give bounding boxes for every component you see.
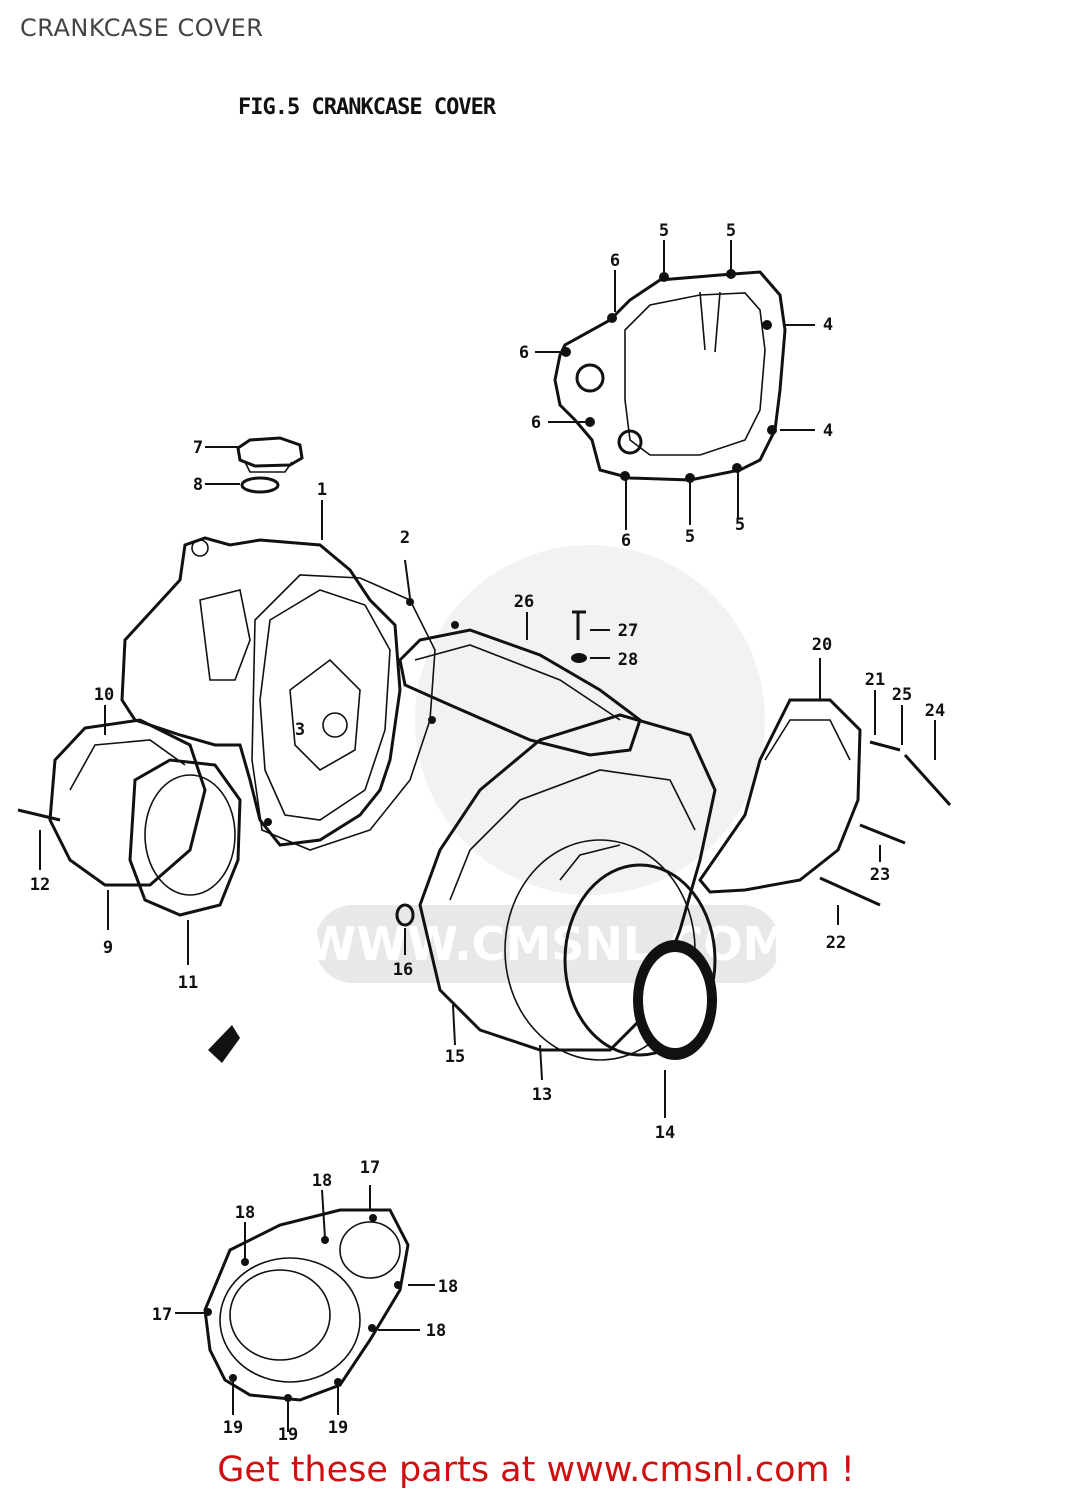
bolt-24 [869, 740, 952, 807]
cover-gasket-ring [128, 758, 242, 917]
suzuki-emblem [633, 940, 717, 1060]
callout-23: 23 [870, 865, 890, 885]
callout-5a: 5 [659, 221, 669, 241]
callout-6b: 6 [519, 343, 529, 363]
generator-cover-gasket [553, 269, 787, 483]
front-arrow-icon [208, 1025, 240, 1063]
callout-8: 8 [193, 475, 203, 495]
callout-5c: 5 [685, 527, 695, 547]
callout-5b: 5 [726, 221, 736, 241]
clutch-cover [203, 1208, 410, 1402]
callout-labels: 1 2 3 4 4 5 5 5 5 6 6 6 6 7 8 9 10 11 12… [30, 221, 945, 1440]
callout-16: 16 [393, 960, 413, 980]
callout-18b: 18 [235, 1203, 255, 1223]
callout-10: 10 [94, 685, 114, 705]
callout-4b: 4 [823, 421, 833, 441]
callout-18d: 18 [426, 1321, 446, 1341]
watermark-text: WWW.CMSNL.COM [306, 917, 789, 971]
washer-28 [571, 653, 587, 663]
callout-24: 24 [925, 701, 945, 721]
callout-18c: 18 [438, 1277, 458, 1297]
callout-19b: 19 [278, 1425, 298, 1440]
callout-28: 28 [618, 650, 638, 670]
callout-1: 1 [317, 480, 327, 500]
page-title: CRANKCASE COVER [20, 14, 264, 42]
callout-13: 13 [532, 1085, 552, 1105]
screw-27 [572, 610, 586, 640]
callout-20: 20 [812, 635, 832, 655]
bolt-22 [819, 876, 881, 907]
dowel-pin [395, 903, 415, 927]
callout-19c: 19 [328, 1418, 348, 1438]
long-gasket [398, 628, 642, 757]
callout-7: 7 [193, 438, 203, 458]
exploded-parts-diagram: WWW.CMSNL.COM [17, 221, 952, 1440]
callout-5d: 5 [735, 515, 745, 535]
parts-link[interactable]: Get these parts at www.cmsnl.com ! [217, 1450, 855, 1490]
callout-17a: 17 [360, 1158, 380, 1178]
leader-lines [39, 240, 936, 1432]
callout-6c: 6 [531, 413, 541, 433]
callout-9: 9 [103, 938, 113, 958]
o-ring [240, 476, 280, 494]
magneto-cover [418, 713, 717, 1061]
callout-2: 2 [400, 528, 410, 548]
watermark: WWW.CMSNL.COM [306, 545, 789, 983]
callout-3: 3 [295, 720, 305, 740]
oil-filler-cap [236, 436, 304, 473]
figure-title: FIG.5 CRANKCASE COVER [238, 95, 496, 120]
callout-22: 22 [826, 933, 846, 953]
callout-21: 21 [865, 670, 885, 690]
callout-14: 14 [655, 1123, 675, 1143]
callout-15: 15 [445, 1047, 465, 1067]
callout-6a: 6 [610, 251, 620, 271]
bolt-23 [859, 823, 906, 845]
callout-12: 12 [30, 875, 50, 895]
sprocket-cover [698, 698, 862, 894]
callout-11: 11 [178, 973, 198, 993]
callout-4a: 4 [823, 315, 833, 335]
crankcase-body [120, 536, 402, 847]
callout-26: 26 [514, 592, 534, 612]
crankcase-cover-gasket [251, 574, 459, 851]
callout-25: 25 [892, 685, 912, 705]
callout-17b: 17 [152, 1305, 172, 1325]
callout-6d: 6 [621, 531, 631, 551]
callout-19a: 19 [223, 1418, 243, 1438]
bolt-12 [17, 808, 61, 822]
callout-18a: 18 [312, 1171, 332, 1191]
callout-27: 27 [618, 621, 638, 641]
clutch-release-cover [48, 718, 207, 887]
